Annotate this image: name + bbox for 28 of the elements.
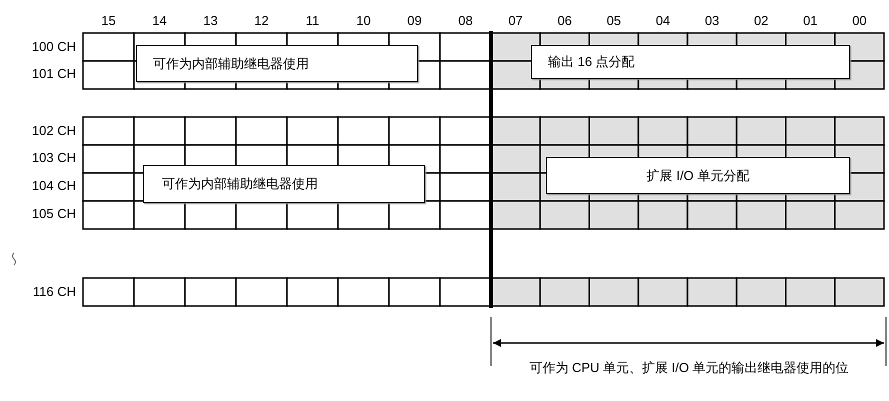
channel-label: 101 CH [30, 66, 76, 82]
bit-number: 14 [151, 13, 168, 29]
channel-label: 105 CH [30, 206, 76, 222]
label-box: 可作为内部辅助继电器使用 [136, 45, 418, 82]
channel-label: 103 CH [30, 150, 76, 166]
bit-number: 13 [202, 13, 219, 29]
label-box: 输出 16 点分配 [531, 45, 850, 79]
bit-number: 04 [654, 13, 672, 29]
bit-number: 00 [851, 13, 868, 29]
note-text: 可作为 CPU 单元、扩展 I/O 单元的输出继电器使用的位 [528, 359, 850, 377]
bit-number: 08 [457, 13, 474, 29]
bit-number: 01 [802, 13, 819, 29]
channel-label: 116 CH [32, 284, 76, 300]
channel-label: 100 CH [30, 39, 76, 55]
channel-label: 104 CH [30, 178, 76, 194]
bit-number: 15 [100, 13, 117, 29]
bit-number: 11 [304, 13, 320, 29]
bit-number: 05 [606, 13, 622, 29]
bit-number: 10 [355, 13, 372, 29]
channel-label: 102 CH [30, 123, 76, 139]
bit-number: 12 [253, 13, 270, 29]
bit-number: 02 [752, 13, 770, 29]
label-box: 扩展 I/O 单元分配 [546, 157, 850, 194]
bit-number: 09 [406, 13, 423, 29]
bit-number: 07 [507, 13, 524, 29]
label-box: 可作为内部辅助继电器使用 [143, 165, 425, 203]
bit-number: 03 [704, 13, 720, 29]
bit-number: 06 [556, 13, 573, 29]
